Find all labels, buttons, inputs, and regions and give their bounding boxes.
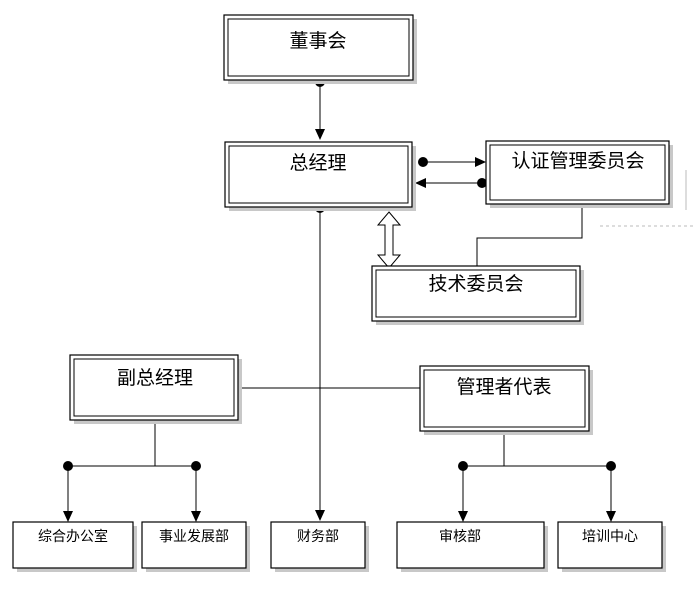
deputy-gm-label: 副总经理 (117, 367, 193, 389)
business-dev-label: 事业发展部 (159, 529, 229, 545)
board-box: 董事会 (223, 14, 417, 84)
admin-office-label: 综合办公室 (38, 528, 108, 545)
training-label: 培训中心 (582, 529, 638, 545)
admin-office-box: 综合办公室 (12, 521, 137, 572)
tech-committee-label: 技术委员会 (428, 273, 523, 295)
gm-box: 总经理 (224, 141, 416, 211)
cert-committee-label: 认证管理委员会 (511, 150, 644, 172)
business-dev-box: 事业发展部 (141, 521, 250, 572)
training-box: 培训中心 (557, 521, 666, 572)
deputy-gm-box: 副总经理 (69, 354, 242, 424)
double-arrow-icon (376, 211, 402, 269)
board-label: 董事会 (289, 30, 346, 52)
mgmt-rep-label: 管理者代表 (456, 376, 551, 398)
tech-committee-box: 技术委员会 (371, 265, 584, 325)
mgmt-rep-box: 管理者代表 (419, 365, 593, 435)
finance-box: 财务部 (270, 521, 369, 572)
finance-label: 财务部 (297, 529, 339, 545)
cert-committee-box: 认证管理委员会 (485, 140, 673, 208)
gm-label: 总经理 (289, 152, 346, 174)
edge-artifact (600, 170, 693, 227)
audit-label: 审核部 (439, 529, 481, 545)
audit-box: 审核部 (396, 521, 548, 572)
